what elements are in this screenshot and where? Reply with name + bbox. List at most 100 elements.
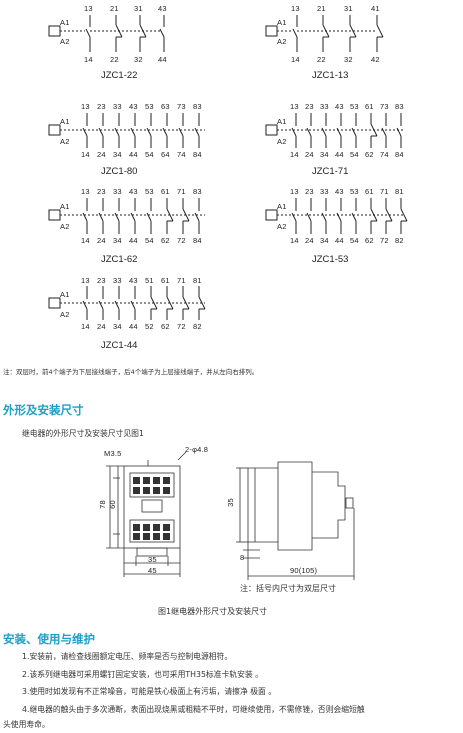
terminal-bottom: 62 [161,236,170,245]
terminal-top: 83 [193,187,202,196]
terminal-top: 33 [113,276,122,285]
coil-a2-label: A2 [60,137,70,146]
dim-35-side: 35 [225,498,235,507]
terminal-top: 73 [380,102,389,111]
diagram-jzc1-53-lines [265,198,408,234]
terminal-top: 23 [305,187,314,196]
coil-a1-label: A1 [60,18,70,27]
wiring-note: 注：双层时，前4个端子为下层接线端子，后4个端子为上层接线端子，并从左向右排列。 [3,368,259,376]
terminal-top: 43 [129,276,138,285]
terminal-bottom: 32 [344,55,353,64]
terminal-top: 63 [161,102,170,111]
coil-a1-label: A1 [277,18,287,27]
terminal-bottom: 82 [395,236,404,245]
terminal-top: 83 [193,102,202,111]
terminal-bottom: 54 [350,150,359,159]
terminal-top: 21 [110,4,119,13]
terminal-top: 13 [81,102,90,111]
terminal-top: 31 [344,4,353,13]
terminal-top: 61 [161,276,170,285]
terminal-bottom: 24 [97,322,106,331]
install-item-2: 2.该系列继电器可采用螺钉固定安装，也可采用TH35标准卡轨安装 。 [22,670,263,679]
terminal-top: 53 [350,102,359,111]
diagram-jzc1-62-lines [48,198,205,234]
diagram-jzc1-80-lines [48,113,205,148]
terminal-top: 43 [158,4,167,13]
terminal-top: 53 [350,187,359,196]
coil-a2-label: A2 [60,222,70,231]
terminal-top: 71 [177,187,186,196]
terminal-bottom: 54 [350,236,359,245]
terminal-bottom: 52 [145,322,154,331]
coil-a1-label: A1 [60,290,70,299]
terminal-top: 33 [113,102,122,111]
coil-a2-label: A2 [60,310,70,319]
section-heading-dimensions: 外形及安装尺寸 [3,403,84,417]
terminal-top: 61 [365,187,374,196]
dim-90: 90(105) [290,566,318,575]
terminal-top: 13 [84,4,93,13]
terminal-top: 41 [371,4,380,13]
front-view-terminals [133,477,170,540]
terminal-bottom: 84 [193,150,202,159]
terminal-bottom: 44 [335,150,344,159]
terminal-top: 71 [380,187,389,196]
terminal-top: 53 [145,187,154,196]
terminal-top: 33 [113,187,122,196]
terminal-top: 13 [81,187,90,196]
install-item-4-cont: 头使用寿命。 [3,720,50,729]
diagram-jzc1-71-lines [265,113,405,148]
diagram-title: JZC1-80 [101,166,138,177]
terminal-bottom: 44 [335,236,344,245]
terminal-bottom: 34 [320,150,329,159]
terminal-top: 23 [97,102,106,111]
terminal-bottom: 54 [145,150,154,159]
terminal-top: 81 [193,276,202,285]
terminal-bottom: 84 [395,150,404,159]
terminal-bottom: 24 [305,236,314,245]
side-view-drawing [236,461,355,580]
diagram-jzc1-13-lines [265,15,384,52]
terminal-bottom: 72 [177,322,186,331]
terminal-bottom: 74 [177,150,186,159]
terminal-top: 31 [134,4,143,13]
terminal-top: 43 [129,187,138,196]
diagram-title: JZC1-13 [312,70,349,81]
terminal-top: 53 [145,102,154,111]
terminal-bottom: 22 [110,55,119,64]
install-item-1: 1.安装前，请检查线圈额定电压、频率是否与控制电源相符。 [22,652,233,661]
terminal-bottom: 72 [380,236,389,245]
terminal-top: 13 [291,4,300,13]
terminal-bottom: 64 [161,150,170,159]
coil-a1-label: A1 [277,202,287,211]
terminal-bottom: 22 [317,55,326,64]
terminal-top: 23 [305,102,314,111]
terminal-bottom: 84 [193,236,202,245]
coil-a1-label: A1 [60,117,70,126]
diagram-title: JZC1-53 [312,254,349,265]
terminal-bottom: 82 [193,322,202,331]
terminal-bottom: 24 [305,150,314,159]
dim-holes: 2-φ4.8 [185,445,209,454]
terminal-bottom: 32 [134,55,143,64]
install-item-4: 4.继电器的触头由于多次通断，表面出现烧黑或粗糙不平时，可继续使用，不需修锉，否… [22,705,365,714]
diagram-jzc1-44-lines [48,286,206,320]
terminal-top: 23 [97,276,106,285]
dim-m35: M3.5 [104,449,122,458]
coil-a2-label: A2 [277,37,287,46]
terminal-bottom: 62 [365,150,374,159]
terminal-bottom: 44 [158,55,167,64]
terminal-bottom: 14 [81,322,90,331]
terminal-bottom: 34 [113,322,122,331]
terminal-bottom: 74 [380,150,389,159]
terminal-bottom: 34 [320,236,329,245]
terminal-bottom: 34 [113,150,122,159]
terminal-top: 43 [335,187,344,196]
terminal-bottom: 34 [113,236,122,245]
terminal-bottom: 14 [290,150,299,159]
terminal-top: 33 [320,187,329,196]
terminal-bottom: 62 [365,236,374,245]
terminal-bottom: 14 [84,55,93,64]
terminal-bottom: 42 [371,55,380,64]
